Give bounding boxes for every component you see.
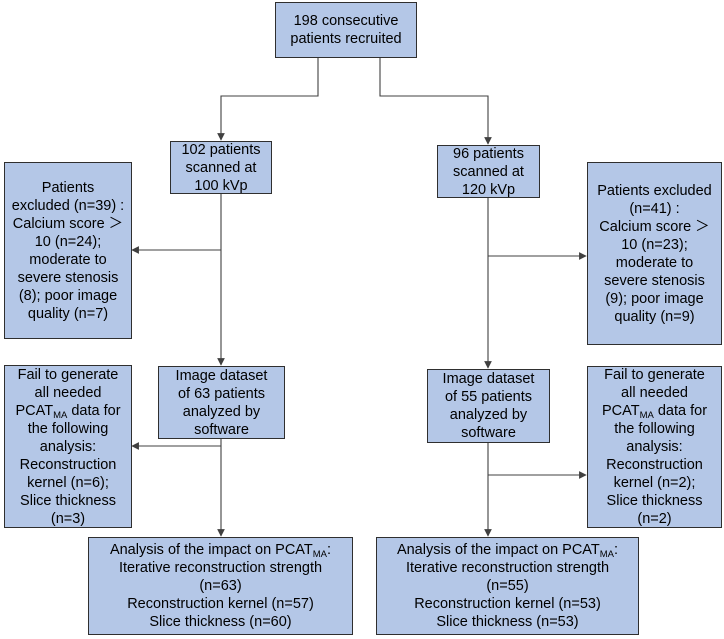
right-scan-box: 96 patients scanned at 120 kVp — [437, 145, 540, 198]
left-analysis-line-3: (n=63) — [199, 578, 242, 594]
left-excluded-line-6: severe stenosis — [17, 269, 119, 286]
left-dataset-line-3: analyzed by — [182, 403, 261, 420]
right-analysis-line-4: Reconstruction kernel (n=53) — [414, 596, 601, 612]
left-fail-line-8: Slice thickness — [20, 492, 116, 509]
right-excluded-line-4: 10 (n=23); — [621, 236, 688, 253]
right-fail-pcat-prefix: PCAT — [601, 403, 640, 419]
left-fail-box: Fail to generate all needed PCATMA data … — [4, 365, 132, 528]
right-excluded-box: Patients excluded (n=41) : Calcium score… — [587, 162, 722, 345]
left-fail-line-4: the following — [27, 420, 109, 437]
connector-top-to-right-scan — [379, 58, 492, 145]
right-excluded-line-2: (n=41) : — [629, 200, 680, 217]
right-excluded-line-1: Patients excluded — [597, 182, 712, 199]
right-scan-line-3: 120 kVp — [461, 181, 516, 198]
right-dataset-line-1: Image dataset — [442, 371, 535, 387]
right-excluded-line-5: moderate to — [615, 254, 694, 271]
right-fail-line-2: all needed — [621, 385, 688, 401]
left-analysis-title-prefix: Analysis of the impact on PCAT — [109, 542, 313, 558]
right-fail-line-9: (n=2) — [637, 511, 672, 527]
recruited-line-2: patients recruited — [290, 31, 402, 47]
left-scan-box: 102 patients scanned at 100 kVp — [170, 141, 272, 194]
right-analysis-title: Analysis of the impact on PCATMA: — [397, 541, 618, 559]
left-excluded-line-5: moderate to — [29, 251, 107, 268]
left-fail-pcat-prefix: PCAT — [15, 402, 54, 419]
right-dataset-line-2: of 55 patients — [444, 389, 533, 405]
right-excluded-line-3: Calcium score ＞ — [599, 218, 710, 235]
left-fail-line-3: PCATMA data for — [15, 402, 120, 420]
right-dataset-box: Image dataset of 55 patients analyzed by… — [427, 369, 550, 443]
right-fail-pcat-sub: MA — [639, 410, 654, 421]
left-fail-line-9: (n=3) — [50, 510, 86, 527]
left-scan-line-1: 102 patients — [181, 141, 261, 158]
left-fail-pcat-suffix: data for — [67, 402, 121, 419]
left-dataset-box: Image dataset of 63 patients analyzed by… — [158, 366, 285, 439]
connector-top-to-left-scan — [217, 58, 319, 141]
left-analysis-line-5: Slice thickness (n=60) — [149, 614, 292, 630]
right-excluded-line-8: quality (n=9) — [614, 308, 695, 325]
right-analysis-box: Analysis of the impact on PCATMA: Iterat… — [376, 537, 639, 635]
left-excluded-line-4: 10 (n=24); — [34, 233, 102, 250]
left-analysis-line-4: Reconstruction kernel (n=57) — [127, 596, 314, 612]
right-excluded-line-6: severe stenosis — [604, 272, 705, 289]
right-fail-line-7: kernel (n=2); — [613, 475, 696, 491]
right-fail-pcat-suffix: data for — [653, 403, 708, 419]
left-excluded-line-1: Patients — [41, 179, 95, 196]
left-analysis-title: Analysis of the impact on PCATMA: — [110, 541, 331, 559]
right-fail-box: Fail to generate all needed PCATMA data … — [587, 366, 722, 528]
left-dataset-line-2: of 63 patients — [177, 385, 266, 402]
left-scan-line-3: 100 kVp — [194, 177, 248, 194]
right-analysis-line-2: Iterative reconstruction strength — [405, 560, 610, 576]
right-dataset-line-3: analyzed by — [449, 407, 528, 423]
left-excluded-line-8: quality (n=7) — [27, 305, 109, 322]
right-analysis-title-sub: MA — [599, 549, 615, 560]
right-analysis-title-prefix: Analysis of the impact on PCAT — [396, 542, 600, 558]
right-fail-line-6: Reconstruction — [606, 457, 703, 473]
right-analysis-line-5: Slice thickness (n=53) — [436, 614, 579, 630]
right-scan-line-2: scanned at — [453, 163, 524, 180]
right-dataset-line-4: software — [461, 425, 516, 441]
left-scan-line-2: scanned at — [185, 159, 257, 176]
right-fail-line-5: analysis: — [626, 439, 683, 455]
left-fail-line-7: kernel (n=6); — [27, 474, 109, 491]
left-fail-pcat-sub: MA — [53, 409, 68, 421]
right-fail-line-8: Slice thickness — [606, 493, 703, 509]
right-excluded-line-7: (9); poor image — [605, 290, 704, 307]
right-fail-line-1: Fail to generate — [604, 367, 705, 383]
left-excluded-line-2: excluded (n=39) : — [11, 197, 125, 214]
left-dataset-line-1: Image dataset — [175, 367, 268, 384]
left-excluded-line-7: (8); poor image — [18, 287, 118, 304]
right-scan-line-1: 96 patients — [453, 145, 524, 162]
right-analysis-title-suffix: : — [614, 542, 619, 558]
left-fail-line-6: Reconstruction — [19, 456, 117, 473]
right-fail-line-3: PCATMA data for — [602, 402, 707, 420]
left-dataset-line-4: software — [194, 421, 249, 438]
left-fail-line-2: all needed — [34, 384, 102, 401]
left-analysis-box: Analysis of the impact on PCATMA: Iterat… — [88, 537, 353, 635]
left-fail-line-1: Fail to generate — [17, 366, 119, 383]
left-analysis-line-2: Iterative reconstruction strength — [118, 560, 323, 576]
right-analysis-line-3: (n=55) — [486, 578, 529, 594]
left-analysis-title-sub: MA — [312, 549, 328, 560]
left-fail-line-5: analysis: — [39, 438, 97, 455]
left-excluded-line-3: Calcium score ＞ — [12, 215, 124, 232]
left-excluded-box: Patients excluded (n=39) : Calcium score… — [4, 162, 132, 339]
recruited-box: 198 consecutive patients recruited — [275, 2, 417, 58]
left-analysis-title-suffix: : — [327, 542, 332, 558]
recruited-line-1: 198 consecutive — [293, 13, 399, 29]
right-fail-line-4: the following — [614, 421, 695, 437]
